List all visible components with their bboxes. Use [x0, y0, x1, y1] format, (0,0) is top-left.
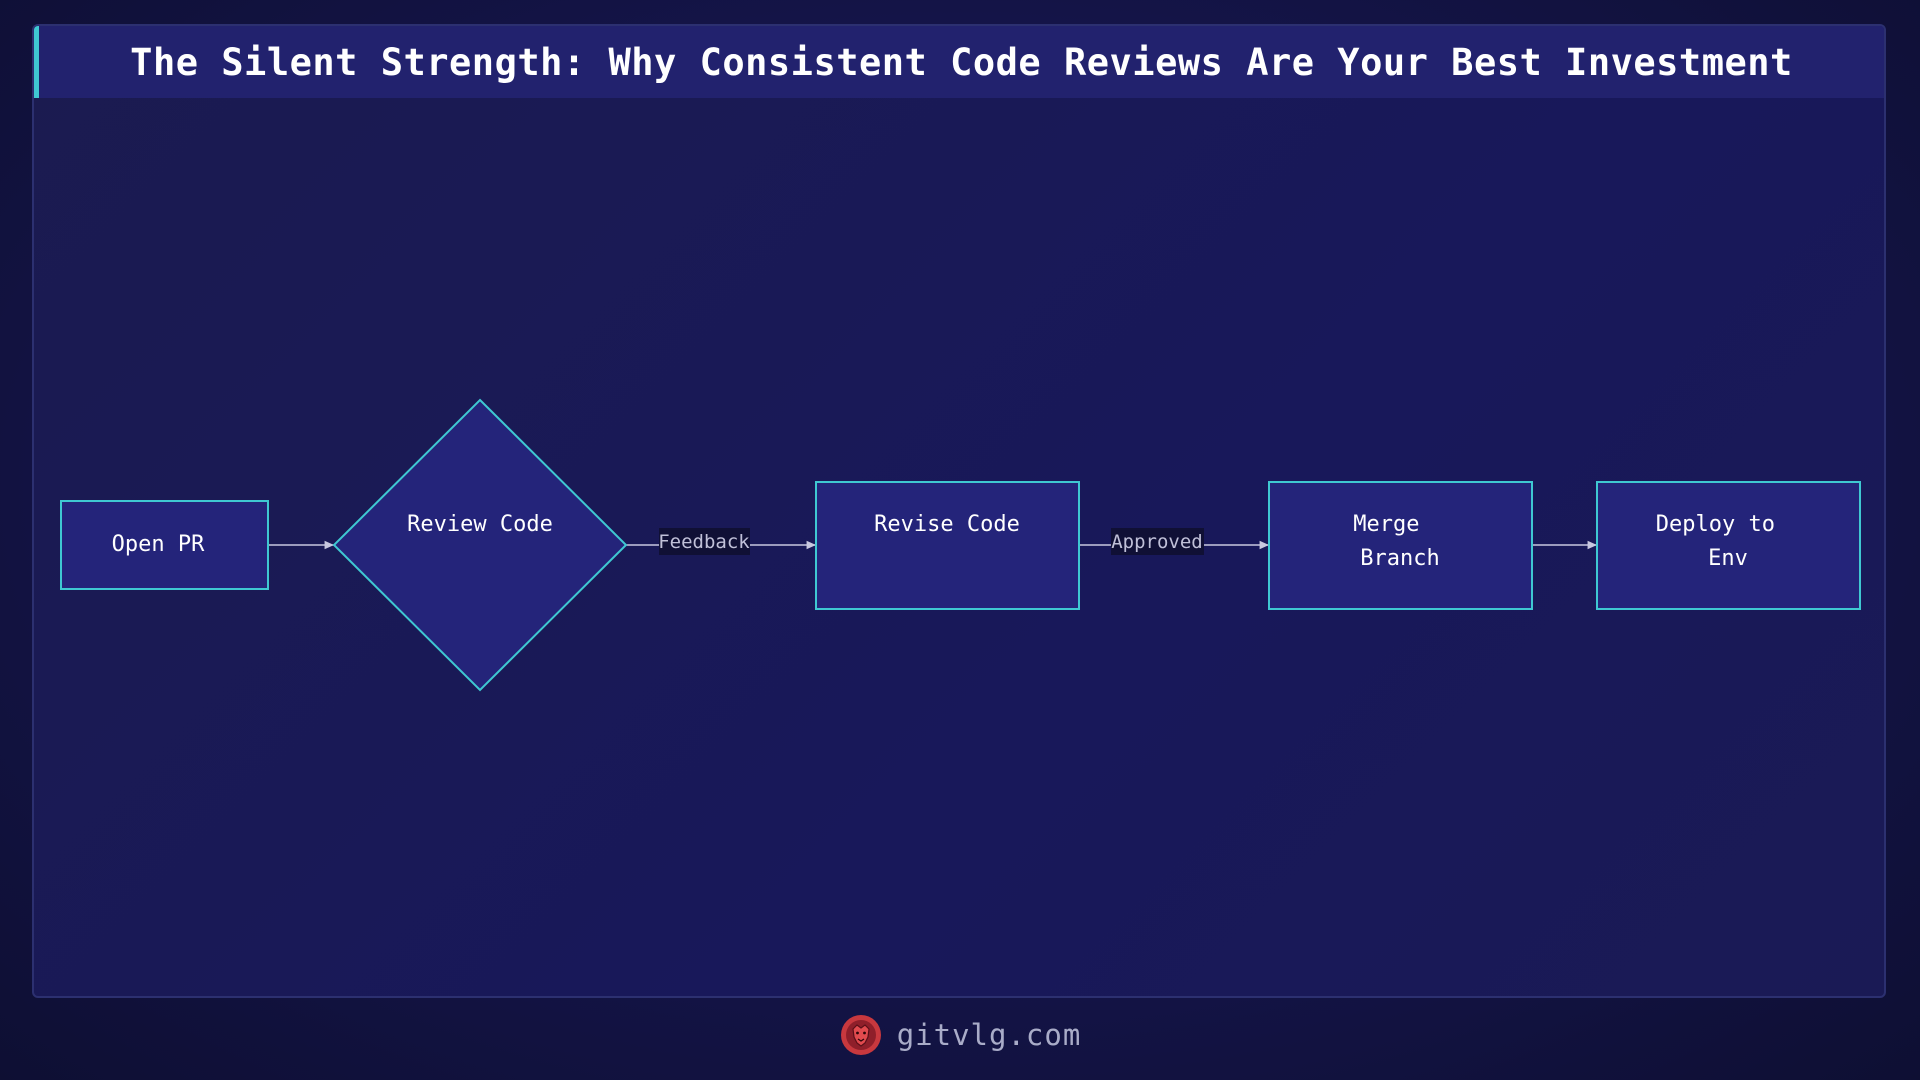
- footer-site-link[interactable]: gitvlg.com: [896, 1018, 1082, 1052]
- footer: gitvlg.com: [0, 1010, 1920, 1060]
- node-merge-branch: Merge Branch: [1268, 481, 1533, 610]
- node-deploy-env-label: Deploy to Env: [1656, 512, 1788, 571]
- node-merge-branch-label: Merge Branch: [1353, 512, 1439, 571]
- node-revise-code: Revise Code: [815, 481, 1080, 610]
- edge-label-approved: Approved: [1111, 528, 1204, 555]
- title-bar: The Silent Strength: Why Consistent Code…: [34, 26, 1884, 98]
- node-deploy-env: Deploy to Env: [1596, 481, 1861, 610]
- node-review-code: Review Code: [332, 398, 628, 692]
- svg-text:Feedback: Feedback: [658, 531, 750, 553]
- node-revise-code-label: Revise Code: [874, 512, 1020, 537]
- node-review-code-label: Review Code: [407, 512, 553, 537]
- lion-logo-icon: [840, 1015, 881, 1055]
- edge-label-feedback: Feedback: [658, 528, 750, 555]
- diagram-panel: The Silent Strength: Why Consistent Code…: [32, 24, 1886, 998]
- page-title: The Silent Strength: Why Consistent Code…: [130, 40, 1793, 84]
- svg-text:Approved: Approved: [1111, 531, 1203, 553]
- node-open-pr-label: Open PR: [112, 532, 205, 557]
- node-open-pr: Open PR: [60, 500, 269, 590]
